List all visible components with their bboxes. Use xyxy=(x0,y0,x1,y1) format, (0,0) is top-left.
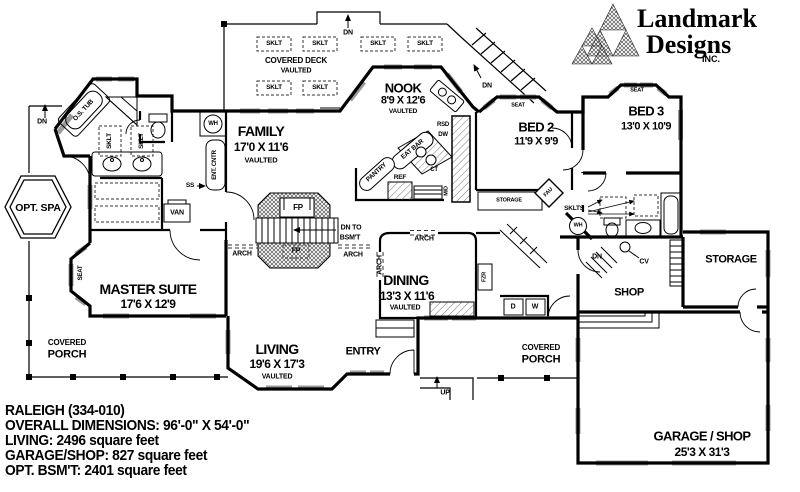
spa-label: OPT. SPA xyxy=(15,201,61,214)
room-dining-name: DINING xyxy=(383,272,429,288)
fixtures xyxy=(57,80,685,338)
room-nook-note: VAULTED xyxy=(388,107,418,115)
living-sqft: LIVING: 2496 square feet xyxy=(5,432,159,449)
room-family-name: FAMILY xyxy=(237,123,285,139)
annotation-arrows xyxy=(42,14,635,388)
skylights-label: SKLTS xyxy=(564,204,584,212)
room-bed3-name: BED 3 xyxy=(628,103,664,119)
shop-dn-label: DN xyxy=(592,253,602,261)
water-heater-label: WH xyxy=(573,222,583,229)
stairs-dn-to-label: DN TO xyxy=(340,224,362,232)
deck-stairs-dn-label: DN xyxy=(482,82,492,90)
microwave-label: M/D xyxy=(443,186,450,196)
fireplace-label: FP xyxy=(293,203,303,212)
window-seat-label: SEAT xyxy=(511,102,525,109)
room-bed2-name: BED 2 xyxy=(518,119,554,135)
porch-posts xyxy=(26,21,550,381)
skylight-label: SKLT xyxy=(266,39,282,47)
entry-steps-up-label: UP xyxy=(440,389,450,397)
room-master-dims: 17'6 X 12'9 xyxy=(120,297,176,311)
spa-outline xyxy=(4,175,72,239)
rsd-label: RSD xyxy=(436,122,450,128)
room-deck-name: COVERED DECK xyxy=(264,56,328,65)
interior-walls xyxy=(90,111,585,320)
logo-triangles xyxy=(571,3,640,65)
skylight-label: SKLT xyxy=(266,83,282,91)
garage-sqft: GARAGE/SHOP: 827 square feet xyxy=(5,447,208,464)
arch-openings xyxy=(228,230,438,280)
vanity-label: VAN xyxy=(170,209,184,217)
porch-right-line2: PORCH xyxy=(521,353,561,366)
entertainment-center-label: ENT. CNTR xyxy=(212,150,218,180)
room-master-name: MASTER SUITE xyxy=(99,281,197,297)
skylight-label: SKLT xyxy=(137,133,145,149)
washer-label: W xyxy=(531,303,539,311)
arch-label: ARCH xyxy=(343,251,363,259)
stairs-bsmt-label: BSM'T xyxy=(339,234,361,242)
door-arcs xyxy=(63,119,761,375)
skylight-label: SKLT xyxy=(417,39,433,47)
skylight-label: SKLT xyxy=(312,39,328,47)
room-shop-name: SHOP xyxy=(614,286,644,299)
dishwasher-label: DW xyxy=(438,132,448,138)
porch-left-line1: COVERED xyxy=(47,338,87,347)
side-stoop-dn-label: DN xyxy=(37,118,47,126)
storage-hall-label: STORAGE xyxy=(496,197,522,204)
room-nook-name: NOOK xyxy=(384,80,422,96)
porch-right-line1: COVERED xyxy=(521,343,561,352)
room-bed3-dims: 13'0 X 10'9 xyxy=(621,120,671,133)
plan-title: RALEIGH (334-010) xyxy=(5,402,125,419)
dryer-label: D xyxy=(510,303,516,311)
room-living-name: LIVING xyxy=(255,341,299,357)
window-seat-label: SEAT xyxy=(630,87,644,94)
exterior-walls xyxy=(53,65,770,465)
water-heater-label: WH xyxy=(208,121,218,127)
arch-label: ARCH xyxy=(414,235,434,243)
room-dining-note: VAULTED xyxy=(389,304,421,312)
skylight-label: SKLT xyxy=(312,83,328,91)
room-bed2-dims: 11'9 X 9'9 xyxy=(514,135,558,148)
room-entry-name: ENTRY xyxy=(345,345,381,358)
room-living-note: VAULTED xyxy=(261,373,293,381)
freezer-label: FZR xyxy=(481,271,488,283)
room-family-note: VAULTED xyxy=(244,155,278,165)
window-seat-label: SEAT xyxy=(78,265,84,281)
skylight-label: SKLT xyxy=(370,39,386,47)
room-storage-garage-name: STORAGE xyxy=(705,253,757,266)
deck-stairs-dn-label: DN xyxy=(343,29,353,37)
logo-name-line1: Landmark xyxy=(637,4,757,33)
ss-label: SS xyxy=(185,181,195,189)
room-living-dims: 19'6 X 17'3 xyxy=(249,357,305,371)
room-garage-name: GARAGE / SHOP xyxy=(653,428,752,444)
basement-sqft: OPT. BSM'T: 2401 square feet xyxy=(5,462,187,479)
fireplace-label: FP xyxy=(291,247,301,255)
fireplace-stairs xyxy=(255,192,339,269)
skylight-label: SKLT xyxy=(105,133,113,149)
porch-left-line2: PORCH xyxy=(47,348,87,361)
cooktop-label: CT xyxy=(430,167,438,173)
room-family-dims: 17'0 X 11'6 xyxy=(233,140,289,154)
logo-name-line3: INC. xyxy=(702,54,720,64)
arch-label: ARCH xyxy=(232,250,252,258)
overall-dimensions: OVERALL DIMENSIONS: 96'-0" X 54'-0" xyxy=(5,417,250,434)
refrigerator-label: REF xyxy=(393,173,407,181)
room-nook-dims: 8'9 X 12'6 xyxy=(380,94,426,107)
logo-name-line2: Designs xyxy=(646,30,732,59)
crawl-vent-label: CV xyxy=(639,258,649,266)
room-deck-note: VAULTED xyxy=(280,67,312,75)
room-dining-dims: 13'3 X 11'6 xyxy=(379,289,435,303)
room-garage-dims: 25'3 X 31'3 xyxy=(674,445,730,459)
